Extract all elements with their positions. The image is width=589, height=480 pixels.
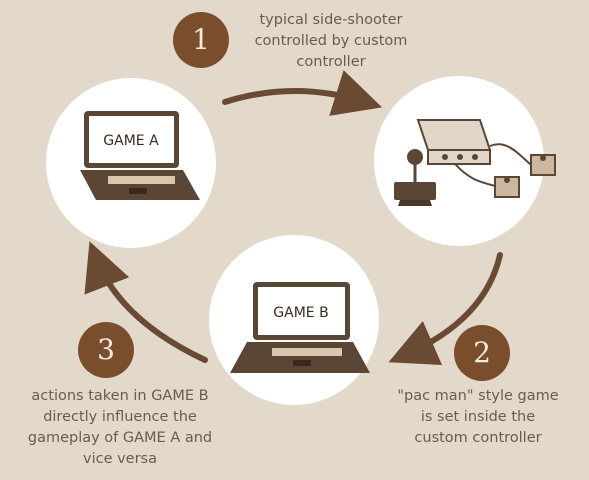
arrow-b-to-a <box>84 241 208 363</box>
arrow-a-to-controller <box>222 70 383 116</box>
laptop-icon: GAME B <box>230 282 370 373</box>
step-2-badge: 2 <box>454 325 510 381</box>
step-2-caption: "pac man" style game is set inside the c… <box>397 388 559 446</box>
arcade-console-icon <box>416 119 492 165</box>
button-box-icon <box>454 143 556 198</box>
step-1-badge: 1 <box>173 12 229 68</box>
game-b-screen-label: GAME B <box>273 305 328 321</box>
arrow-controller-to-b <box>388 252 503 365</box>
step-3-badge: 3 <box>78 322 134 378</box>
step-3-caption: actions taken in GAME B directly influen… <box>27 388 213 467</box>
laptop-icon: GAME A <box>80 111 200 200</box>
joystick-icon <box>394 149 436 206</box>
game-a-screen-label: GAME A <box>103 133 159 149</box>
step-1-caption: typical side-shooter controlled by custo… <box>254 12 408 70</box>
